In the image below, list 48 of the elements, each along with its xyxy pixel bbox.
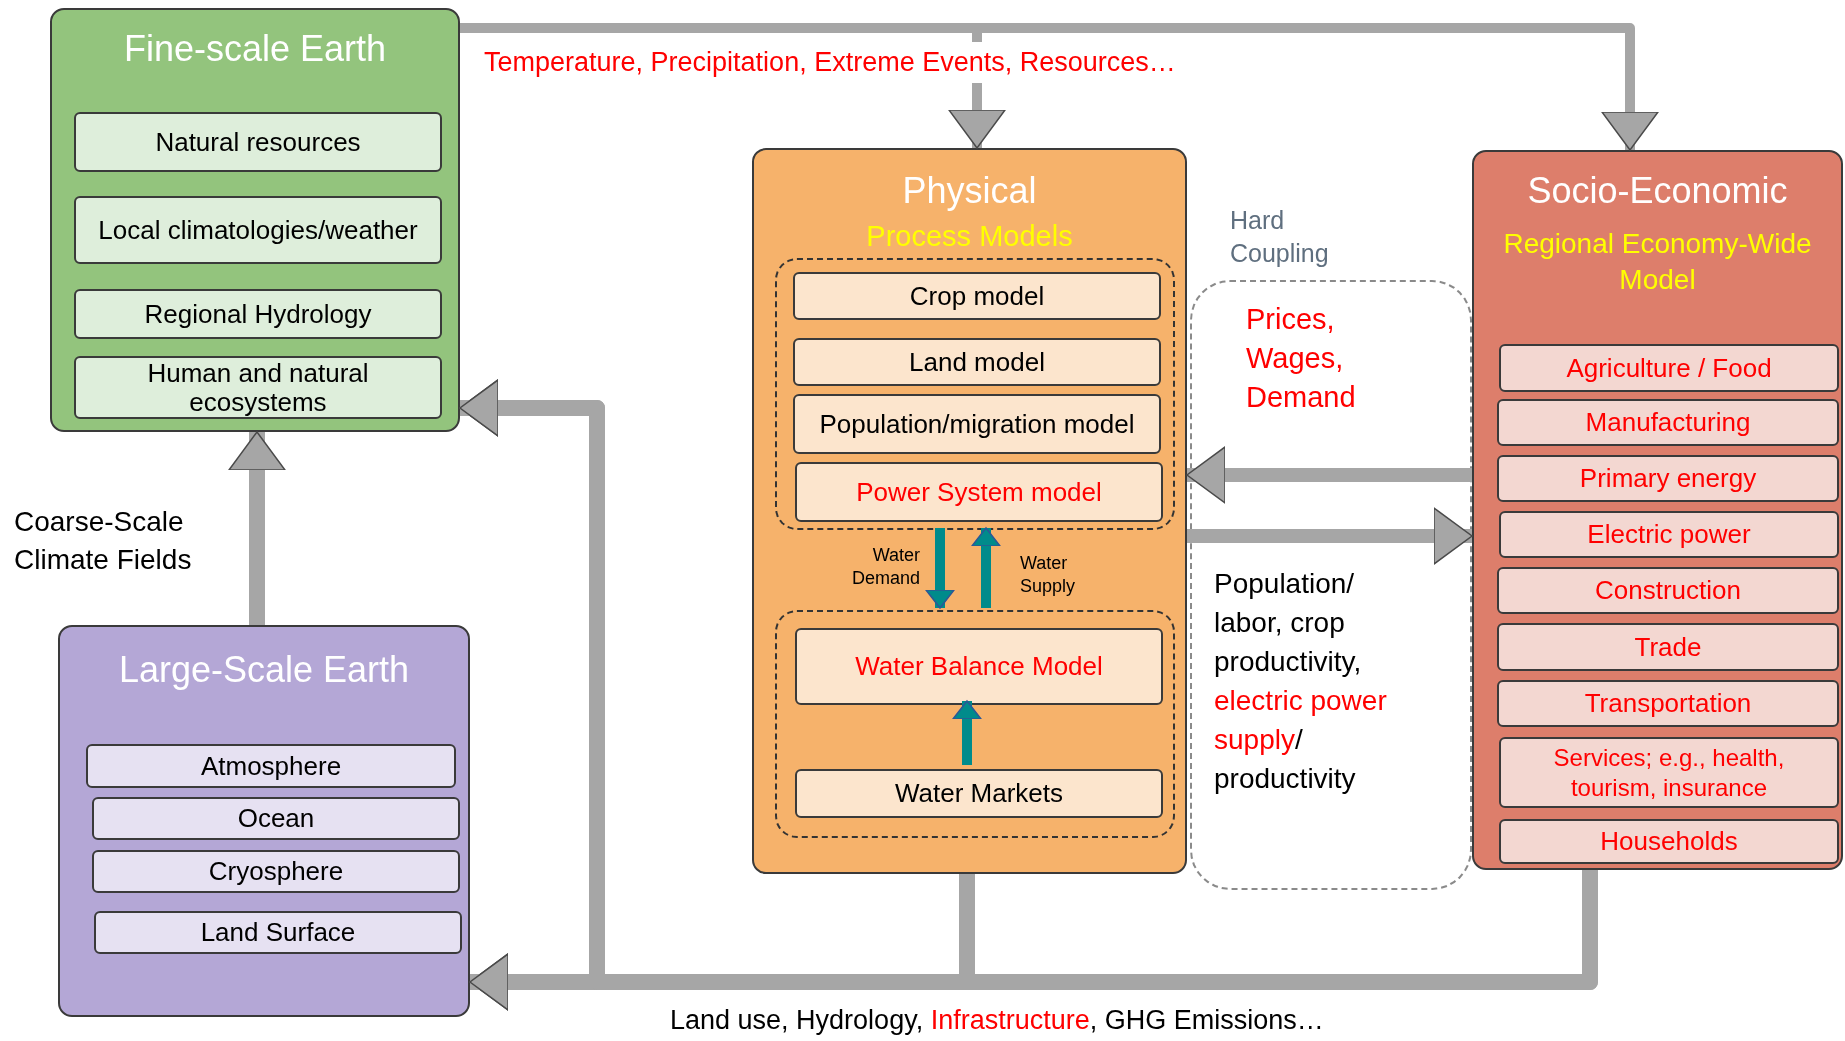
model-box: Water Markets	[795, 769, 1163, 818]
dashed-group	[775, 258, 1175, 530]
model-box: Agriculture / Food	[1499, 344, 1839, 392]
edge-label: Land use, Hydrology, Infrastructure, GHG Emissions…	[670, 1004, 1325, 1037]
edge-label: Water Demand	[850, 544, 920, 590]
edge-label: Water Supply	[1020, 552, 1077, 598]
model-box: Electric power	[1499, 511, 1839, 558]
arrow	[1186, 446, 1472, 504]
region-heading: Hard Coupling	[1230, 204, 1360, 270]
model-box: Crop model	[793, 272, 1161, 320]
edge-label: Population/ labor, crop productivity, electric power supply/ productivity	[1214, 567, 1388, 796]
model-box: Land Surface	[94, 911, 462, 954]
model-box: Atmosphere	[86, 744, 456, 788]
model-box: Trade	[1497, 623, 1839, 671]
model-box: Manufacturing	[1497, 399, 1839, 446]
arrow	[1187, 507, 1473, 565]
model-box: Households	[1499, 819, 1839, 864]
edge-label: Prices, Wages, Demand	[1246, 302, 1357, 415]
model-box: Cryosphere	[92, 850, 460, 893]
model-box: Ocean	[92, 797, 460, 840]
panel-title: Socio-Economic	[1527, 170, 1788, 212]
model-box: Population/migration model	[793, 394, 1161, 454]
panel-subtitle: Process Models	[866, 220, 1073, 252]
edge-label: Coarse-Scale Climate Fields	[14, 505, 193, 577]
dashed-group	[775, 610, 1175, 838]
model-box: Primary energy	[1497, 455, 1839, 502]
arrow	[952, 700, 982, 765]
model-box: Land model	[793, 338, 1161, 386]
model-box: Regional Hydrology	[74, 289, 442, 339]
panel	[58, 625, 470, 1017]
panel-title: Physical	[902, 170, 1037, 212]
panel-title: Large-Scale Earth	[118, 649, 410, 691]
panel	[752, 148, 1187, 874]
model-box: Natural resources	[74, 112, 442, 172]
arrow	[228, 431, 286, 625]
panel-title: Fine-scale Earth	[123, 28, 387, 70]
panel	[50, 8, 460, 432]
panel	[1472, 150, 1843, 870]
panel-subtitle: Regional Economy-Wide Model	[1502, 227, 1813, 297]
arrow	[925, 528, 955, 609]
arrow	[971, 527, 1001, 608]
model-box: Services; e.g., health, tourism, insurance	[1499, 737, 1839, 808]
model-box: Power System model	[795, 462, 1163, 522]
model-box: Water Balance Model	[795, 628, 1163, 705]
model-box: Construction	[1497, 567, 1839, 614]
model-box: Local climatologies/weather	[74, 196, 442, 264]
model-box: Human and natural ecosystems	[74, 356, 442, 419]
model-box: Transportation	[1497, 680, 1839, 727]
